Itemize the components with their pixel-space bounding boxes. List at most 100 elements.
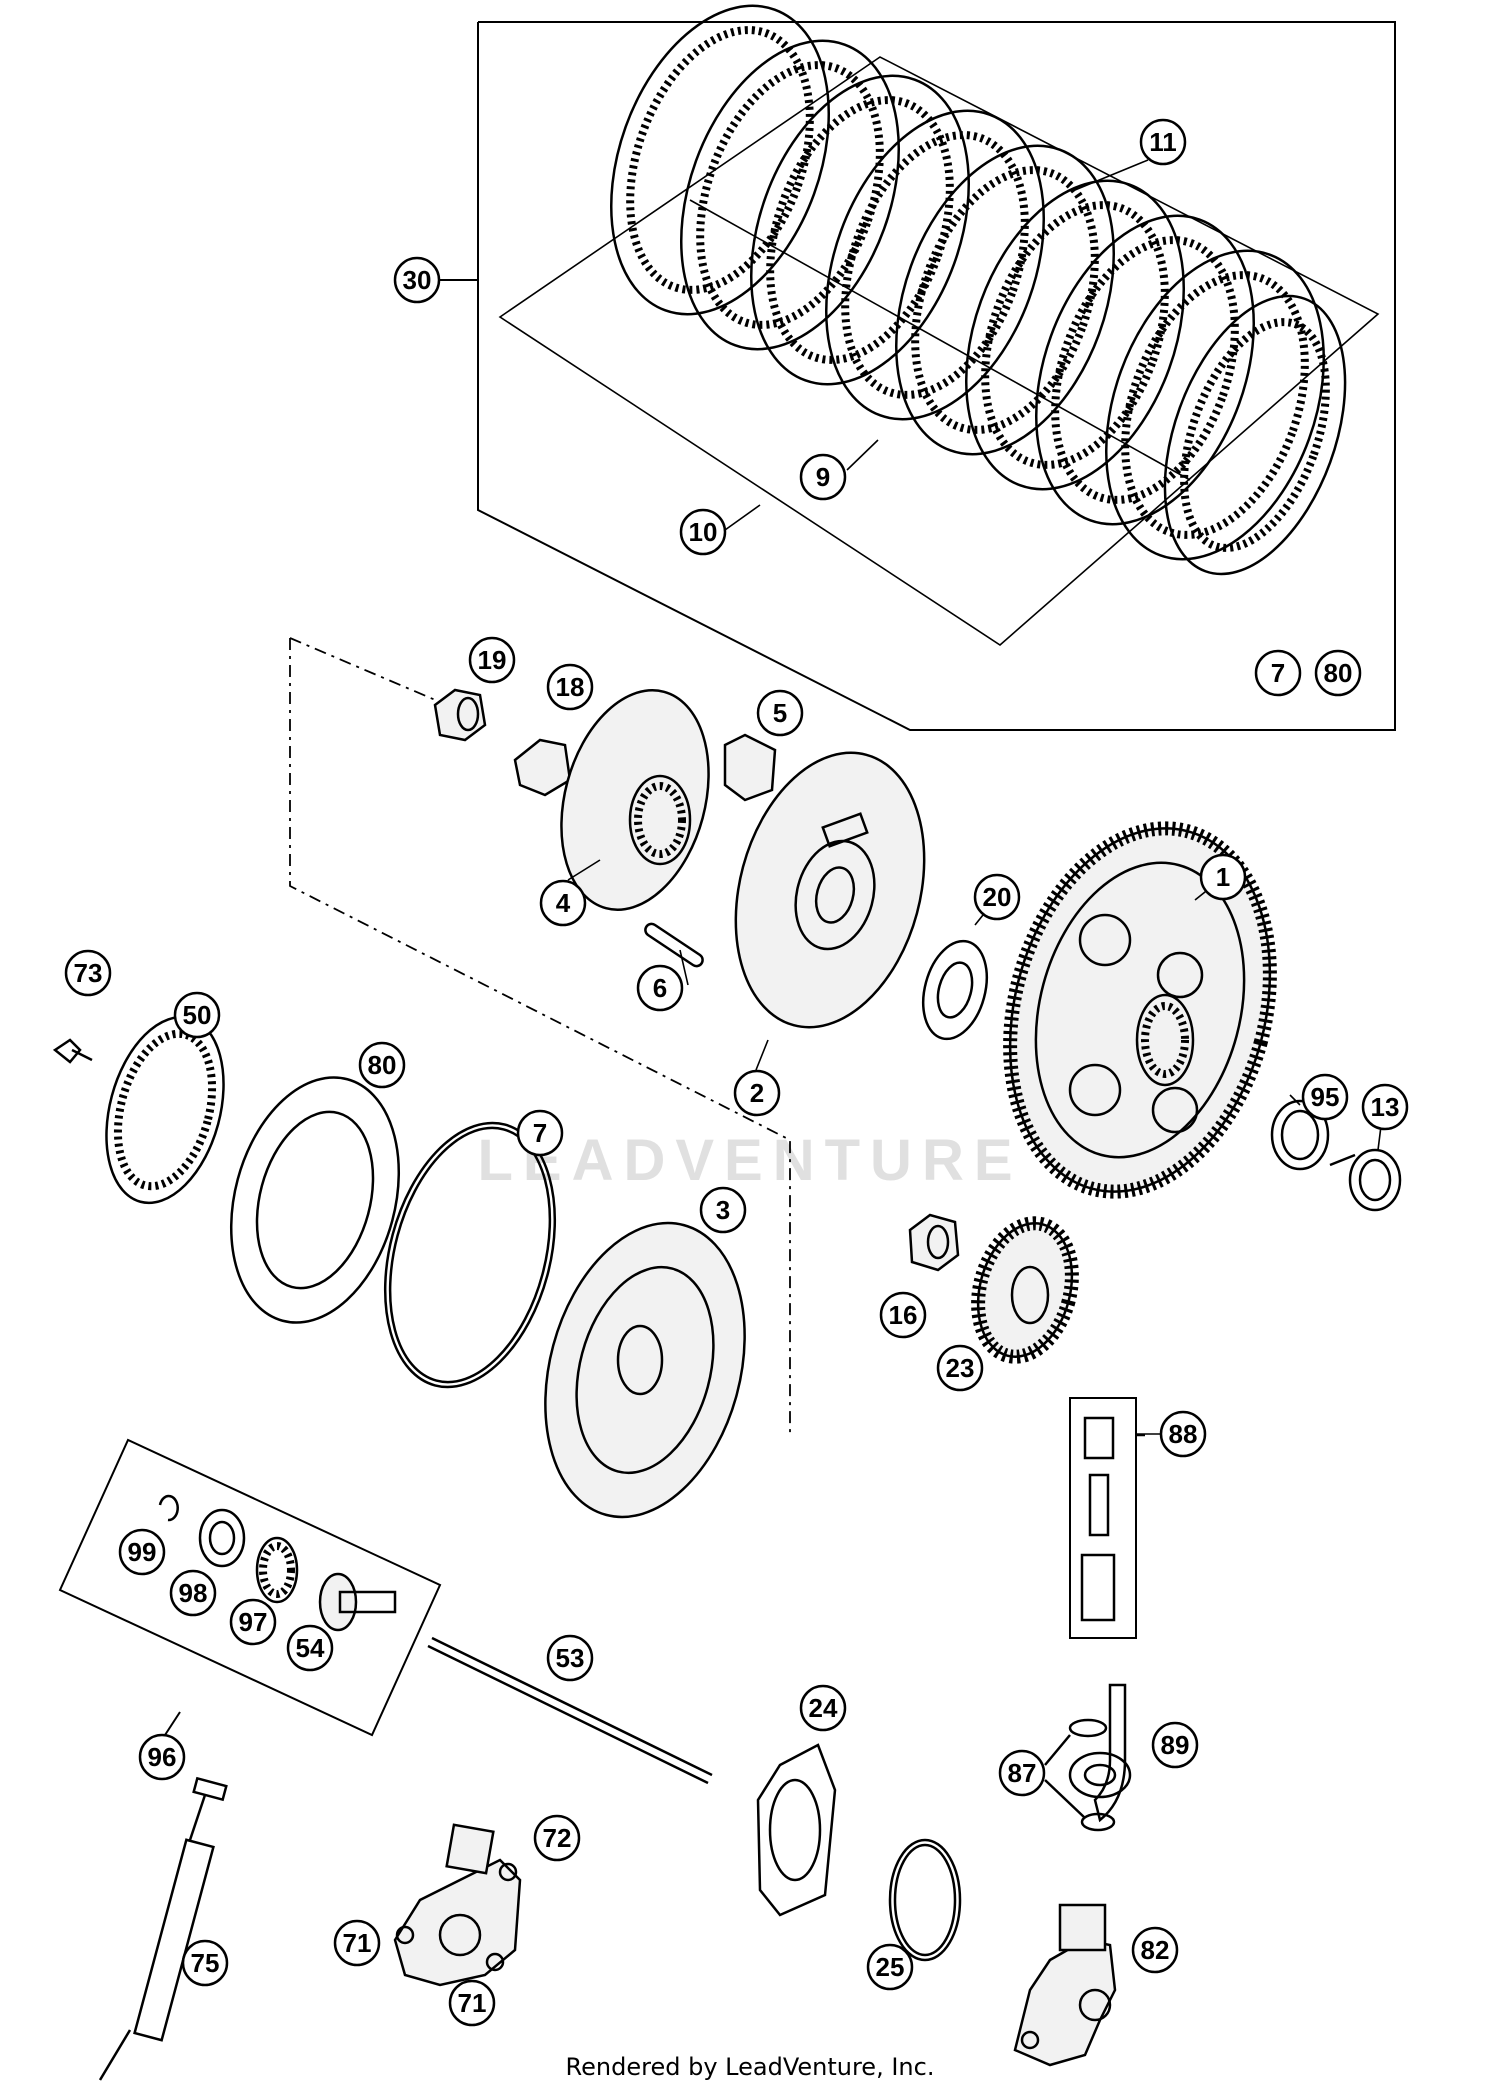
- svg-text:9: 9: [816, 462, 830, 492]
- clutch-plate-8: [1105, 249, 1325, 561]
- part-grease-syringe-75: [98, 1776, 228, 2081]
- part-inner-hub-4: [560, 689, 710, 911]
- callout-73: 73: [64, 949, 112, 997]
- part-washer-98: [198, 1508, 246, 1568]
- part-pin-6: [644, 922, 704, 968]
- svg-text:20: 20: [983, 882, 1012, 912]
- callout-99: 99: [118, 1528, 166, 1576]
- callout-88: 88: [1159, 1410, 1207, 1458]
- svg-text:23: 23: [946, 1353, 975, 1383]
- part-clutch-hub-2: [734, 751, 926, 1029]
- callout-9: 9: [799, 453, 847, 501]
- svg-text:87: 87: [1008, 1758, 1037, 1788]
- callout-2: 2: [733, 1069, 781, 1117]
- part-damper-5: [723, 733, 777, 802]
- clutch-kit-frame: [440, 21, 1396, 731]
- svg-text:7: 7: [1271, 658, 1285, 688]
- callout-4: 4: [539, 879, 587, 927]
- part-nut-16: [908, 1213, 960, 1272]
- svg-text:25: 25: [876, 1952, 905, 1982]
- callout-19: 19: [468, 636, 516, 684]
- callout-11: 11: [1139, 118, 1187, 166]
- callout-18: 18: [546, 663, 594, 711]
- callout-3: 3: [699, 1186, 747, 1234]
- kit-96-leader: [164, 1711, 181, 1736]
- part-bushing-13: [1329, 1148, 1402, 1212]
- svg-text:54: 54: [296, 1633, 325, 1663]
- svg-text:82: 82: [1141, 1935, 1170, 1965]
- callout-71-left: 71: [333, 1919, 381, 1967]
- part-o-ring-25: [888, 1838, 962, 1962]
- callout-20: 20: [973, 873, 1021, 921]
- part-pressure-piece-54: [318, 1572, 397, 1632]
- callout-87: 87: [998, 1749, 1046, 1797]
- svg-text:75: 75: [191, 1948, 220, 1978]
- callout-72: 72: [533, 1814, 581, 1862]
- callout-96: 96: [138, 1733, 186, 1781]
- svg-text:2: 2: [750, 1078, 764, 1108]
- callout-82: 82: [1131, 1926, 1179, 1974]
- svg-text:10: 10: [689, 517, 718, 547]
- clutch-plate-5: [895, 144, 1115, 456]
- part-gasket-24: [756, 1743, 837, 1917]
- svg-text:96: 96: [148, 1742, 177, 1772]
- footer-credit: Rendered by LeadVenture, Inc.: [566, 2053, 935, 2081]
- part-kit-frame-96: [58, 1438, 442, 1737]
- part-needle-bearing-95: [1270, 1099, 1330, 1171]
- clutch-plate-1: [610, 4, 830, 316]
- part-shim-80: [229, 1076, 401, 1324]
- hub-group-dash-top: [289, 637, 441, 703]
- part-pressure-plate-3: [544, 1221, 746, 1519]
- svg-text:71: 71: [458, 1988, 487, 2018]
- clutch-plate-6: [965, 179, 1185, 491]
- watermark-text: LEADVENTURE: [477, 1128, 1022, 1193]
- clutch-plate-2: [680, 39, 900, 351]
- part-slave-cylinder-82: [1013, 1903, 1117, 2067]
- callout-75: 75: [181, 1939, 229, 1987]
- svg-text:16: 16: [889, 1300, 918, 1330]
- svg-text:30: 30: [403, 265, 432, 295]
- svg-text:73: 73: [74, 958, 103, 988]
- part-snap-ring-99: [158, 1494, 179, 1522]
- callout-16: 16: [879, 1291, 927, 1339]
- part-nut-19: [433, 688, 487, 742]
- clutch-plate-9: [1163, 294, 1347, 576]
- part-thrust-washer-20: [922, 939, 988, 1041]
- callouts: 11 30 9 10 7 80 19 18 5 4 20 1 6 2 73 50…: [64, 118, 1409, 2027]
- svg-text:6: 6: [653, 973, 667, 1003]
- callout-97: 97: [229, 1598, 277, 1646]
- callout-10: 10: [679, 508, 727, 556]
- part-push-rod-53: [427, 1636, 713, 1785]
- callout-5: 5: [756, 689, 804, 737]
- svg-text:99: 99: [128, 1537, 157, 1567]
- callout-7: 7: [516, 1109, 564, 1157]
- svg-text:13: 13: [1371, 1092, 1400, 1122]
- svg-text:72: 72: [543, 1823, 572, 1853]
- callout-71-bottom: 71: [448, 1979, 496, 2027]
- svg-text:5: 5: [773, 698, 787, 728]
- callout-80-top: 80: [1314, 649, 1362, 697]
- clutch-plate-3: [750, 74, 970, 386]
- svg-text:88: 88: [1169, 1419, 1198, 1449]
- svg-text:71: 71: [343, 1928, 372, 1958]
- part-wire-ring-7: [383, 1121, 557, 1389]
- callout-53: 53: [546, 1634, 594, 1682]
- svg-text:53: 53: [556, 1643, 585, 1673]
- clutch-plate-4: [825, 109, 1045, 421]
- callout-6: 6: [636, 964, 684, 1012]
- part-clutch-basket-1: [1003, 821, 1277, 1199]
- callout-30: 30: [393, 256, 441, 304]
- svg-text:4: 4: [556, 888, 571, 918]
- callout-95: 95: [1301, 1073, 1349, 1121]
- svg-text:19: 19: [478, 645, 507, 675]
- callout-13: 13: [1361, 1083, 1409, 1131]
- svg-text:3: 3: [716, 1195, 730, 1225]
- svg-text:11: 11: [1149, 127, 1177, 157]
- svg-text:95: 95: [1311, 1082, 1340, 1112]
- part-lock-washer-18: [513, 738, 572, 797]
- svg-text:80: 80: [1324, 658, 1353, 688]
- callout-98: 98: [169, 1569, 217, 1617]
- callout-7-top: 7: [1254, 649, 1302, 697]
- part-seal-rings-87: [1044, 1718, 1132, 1832]
